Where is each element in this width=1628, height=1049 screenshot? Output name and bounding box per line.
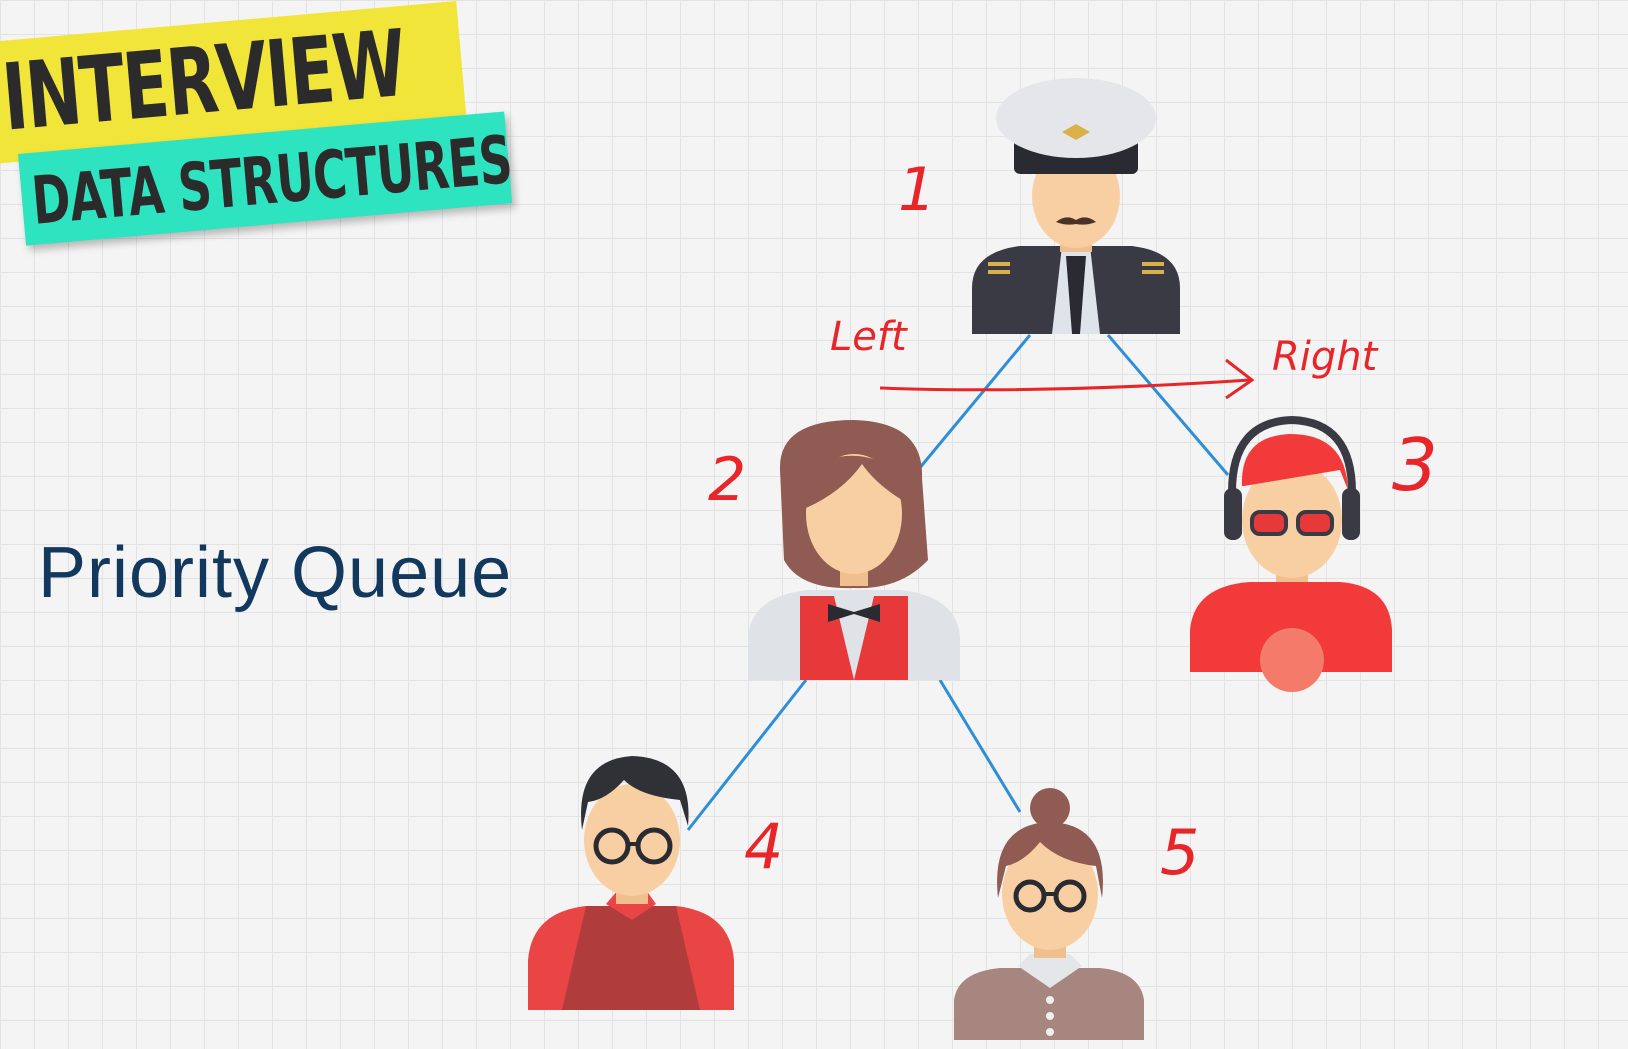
tree-node-4: 4 [528, 756, 783, 1010]
right-direction-label: Right [1272, 334, 1379, 380]
node-3-label: 3 [1392, 423, 1438, 507]
tree-node-3: 3 [1190, 415, 1438, 692]
waitress-avatar-icon [748, 420, 960, 680]
tree-node-2: 2 [708, 420, 960, 680]
edge-2-5 [938, 679, 1022, 813]
left-to-right-arrow [879, 378, 1251, 392]
man-glasses-avatar-icon [528, 756, 734, 1010]
node-5-label: 5 [1160, 816, 1199, 889]
node-2-label: 2 [708, 445, 746, 515]
tree-node-1: 1 [898, 78, 1180, 334]
topic-title: Priority Queue [38, 533, 513, 613]
arrow-head-icon [1225, 358, 1255, 400]
node-4-label: 4 [744, 810, 783, 883]
node-1-label: 1 [898, 155, 936, 225]
dj-headphones-avatar-icon [1190, 415, 1392, 692]
edge-2-4 [686, 679, 808, 831]
direction-annotations: Left Right [830, 314, 1379, 400]
woman-glasses-avatar-icon [954, 788, 1144, 1040]
edge-1-3 [1106, 334, 1230, 476]
pilot-avatar-icon [972, 78, 1180, 334]
tree-node-5: 5 [954, 788, 1199, 1040]
tree-edges [686, 334, 1230, 831]
left-direction-label: Left [830, 314, 908, 360]
edge-1-2 [916, 334, 1032, 471]
